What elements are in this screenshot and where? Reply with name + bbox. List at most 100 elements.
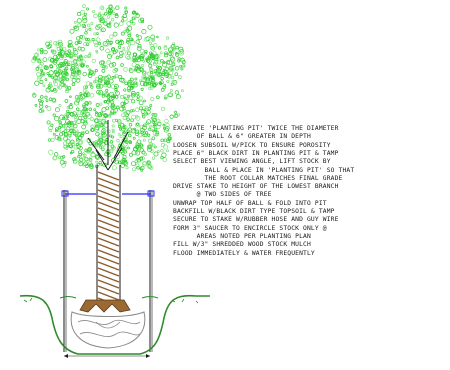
leaf-mark (102, 65, 106, 69)
leaf-mark (160, 138, 164, 143)
leaf-mark (165, 122, 170, 128)
leaf-mark (111, 165, 117, 171)
trunk-wrap-stripe (97, 231, 120, 241)
leaf-mark (128, 68, 134, 74)
leaf-mark (117, 160, 122, 165)
leaf-mark (132, 136, 136, 140)
leaf-mark (126, 119, 130, 123)
leaf-mark (86, 114, 92, 120)
leaf-mark (143, 152, 147, 156)
leaf-mark (126, 117, 130, 122)
leaf-mark (134, 77, 138, 81)
leaf-mark (42, 57, 48, 63)
leaf-mark (112, 107, 118, 113)
leaf-mark (111, 84, 116, 89)
tree-trunk (96, 165, 121, 300)
note-line: FORM 3" SAUCER TO ENCIRCLE STOCK ONLY @ (173, 224, 327, 232)
leaf-mark (61, 74, 66, 79)
note-line: @ TWO SIDES OF TREE (173, 191, 272, 199)
leaf-mark (172, 47, 176, 51)
leaf-mark (146, 77, 151, 82)
leaf-mark (79, 35, 84, 39)
leaf-mark (127, 146, 130, 150)
leaf-mark (61, 63, 64, 67)
leaf-mark (52, 132, 56, 136)
leaf-mark (128, 67, 133, 71)
leaf-mark (142, 59, 146, 63)
leaf-mark (138, 106, 143, 111)
leaf-mark (147, 138, 153, 143)
leaf-mark (148, 142, 154, 147)
leaf-mark (59, 53, 63, 56)
leaf-mark (138, 143, 144, 148)
leaf-mark (110, 144, 115, 149)
leaf-mark (145, 105, 149, 109)
leaf-mark (139, 17, 145, 22)
leaf-mark (117, 120, 123, 126)
leaf-mark (168, 51, 173, 56)
leaf-mark (130, 128, 136, 134)
leaf-mark (60, 44, 64, 47)
leaf-mark (73, 144, 79, 150)
leaf-mark (132, 167, 137, 172)
leaf-mark (122, 13, 127, 18)
leaf-mark (131, 114, 136, 120)
leaf-mark (73, 21, 77, 24)
leaf-mark (83, 12, 87, 16)
leaf-mark (114, 73, 119, 78)
leaf-mark (51, 97, 57, 103)
leaf-mark (140, 53, 145, 59)
leaf-mark (159, 81, 163, 86)
leaf-mark (63, 144, 68, 149)
leaf-mark (54, 152, 59, 157)
leaf-mark (80, 9, 85, 15)
leaf-mark (90, 70, 95, 74)
trunk-wrap-stripe (97, 219, 120, 229)
leaf-mark (94, 77, 99, 82)
leaf-mark (109, 34, 114, 39)
leaf-mark (164, 94, 169, 99)
leaf-mark (116, 139, 120, 143)
leaf-mark (99, 60, 105, 66)
leaf-mark (122, 124, 126, 128)
leaf-mark (122, 159, 127, 164)
leaf-mark (91, 151, 95, 154)
leaf-mark (85, 28, 89, 32)
leaf-mark (90, 22, 94, 25)
leaf-mark (96, 83, 101, 88)
leaf-mark (128, 123, 133, 127)
leaf-mark (92, 10, 96, 14)
leaf-mark (96, 123, 101, 128)
leaf-mark (77, 135, 83, 140)
leaf-mark (48, 128, 53, 133)
leaf-mark (64, 99, 69, 103)
leaf-mark (93, 108, 97, 112)
leaf-mark (89, 82, 93, 86)
leaf-mark (78, 152, 82, 157)
leaf-mark (128, 95, 133, 100)
leaf-mark (131, 161, 136, 167)
leaf-mark (137, 44, 142, 49)
leaf-mark (63, 160, 67, 165)
leaf-mark (115, 5, 120, 10)
leaf-mark (95, 49, 98, 53)
leaf-mark (54, 116, 60, 122)
leaf-mark (133, 146, 139, 152)
leaf-mark (112, 31, 118, 37)
leaf-mark (175, 94, 181, 100)
leaf-mark (84, 85, 88, 89)
leaf-mark (48, 149, 54, 155)
leaf-mark (104, 42, 109, 47)
leaf-mark (80, 47, 85, 52)
leaf-mark (72, 111, 77, 116)
leaf-mark (70, 71, 76, 77)
leaf-mark (127, 88, 131, 93)
leaf-mark (82, 104, 86, 109)
leaf-mark (88, 39, 92, 43)
trunk-wrap-stripe (97, 255, 120, 265)
leaf-mark (173, 114, 177, 118)
leaf-mark (78, 139, 84, 145)
leaf-mark (94, 118, 100, 124)
leaf-mark (65, 146, 69, 150)
leaf-mark (166, 36, 170, 40)
